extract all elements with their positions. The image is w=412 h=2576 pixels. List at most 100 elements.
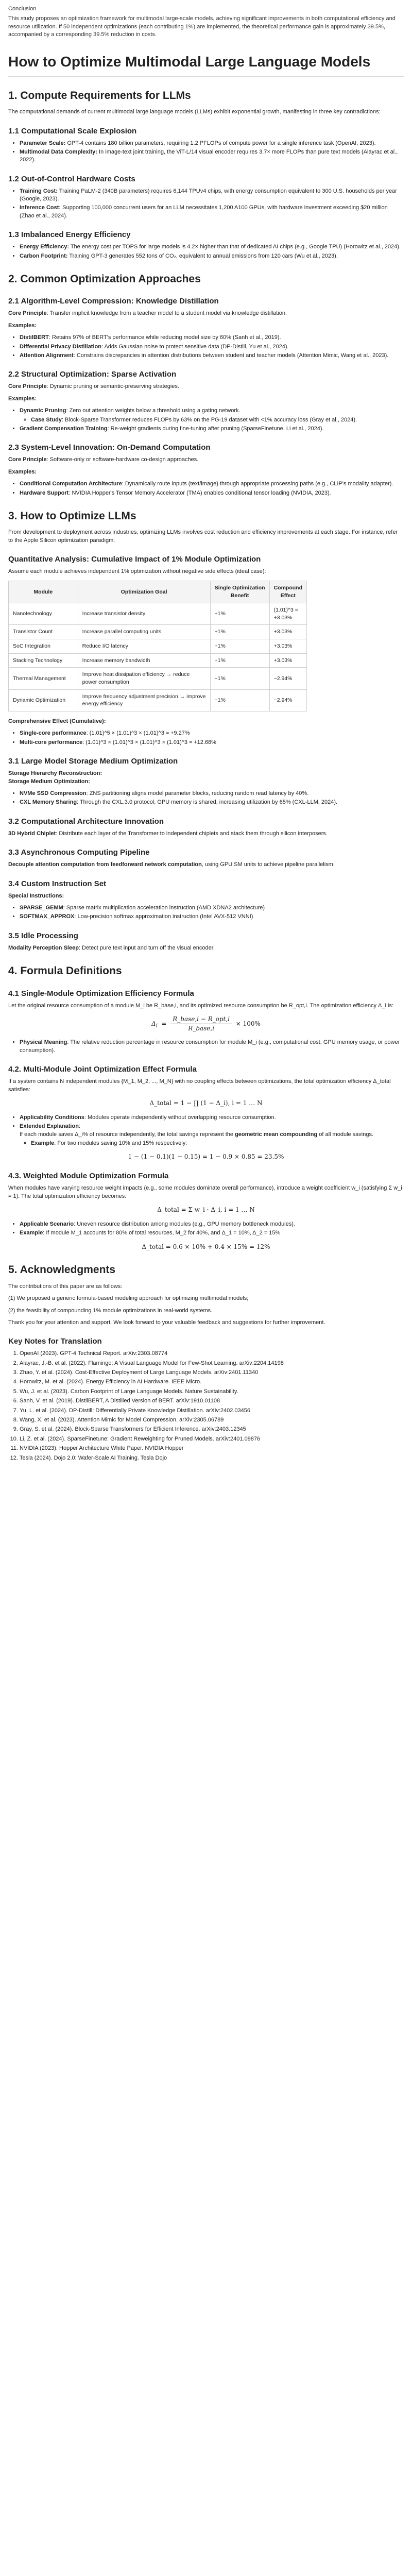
- reference-item: Horowitz, M. et al. (2024). Energy Effic…: [20, 1378, 404, 1386]
- section-4-2-intro: If a system contains N independent modul…: [8, 1078, 391, 1093]
- table-cell: −1%: [210, 667, 270, 690]
- reference-item: Tesla (2024). Dojo 2.0: Wafer-Scale AI T…: [20, 1454, 404, 1462]
- title-divider: [8, 76, 404, 77]
- reference-item: Li, Z. et al. (2024). SparseFinetune: Gr…: [20, 1435, 404, 1443]
- table-cell: −1%: [210, 689, 270, 712]
- examples-label: Examples:: [8, 395, 37, 402]
- reference-item: Wu, J. et al. (2023). Carbon Footprint o…: [20, 1388, 404, 1396]
- list-item: CXL Memory Sharing: Through the CXL.3.0 …: [20, 799, 404, 806]
- table-cell: Reduce I/O latency: [77, 638, 211, 654]
- table-cell: +1%: [210, 653, 270, 668]
- list-item: Multimodal Data Complexity: In image-tex…: [20, 148, 404, 164]
- section-1-intro: The computational demands of current mul…: [8, 109, 381, 115]
- list-item: NVMe SSD Compression: ZNS partitioning a…: [20, 790, 404, 798]
- table-cell: Nanotechnology: [8, 602, 78, 625]
- table-cell: Increase transistor density: [77, 602, 211, 625]
- section-1-3-list: Energy Efficiency: The energy cost per T…: [8, 243, 404, 260]
- nested-list: Example: For two modules saving 10% and …: [20, 1140, 404, 1147]
- table-cell: +1%: [210, 602, 270, 625]
- section-5-title: 5. Acknowledgments: [8, 1264, 116, 1276]
- total-efficiency-formula: Δ_total = 1 − ∏ (1 − Δ_i), i = 1 … N: [149, 1099, 263, 1107]
- section-3-4-title: 3.4 Custom Instruction Set: [8, 879, 107, 888]
- example-formula: 1 − (1 − 0.1)(1 − 0.15) = 1 − 0.9 × 0.85…: [128, 1153, 284, 1161]
- section-2-3-list: Conditional Computation Architecture: Dy…: [8, 480, 404, 497]
- acknowledgment-paragraph: (2) the feasibility of compounding 1% mo…: [8, 1307, 213, 1314]
- quantitative-analysis-intro: Assume each module achieves independent …: [8, 568, 266, 575]
- list-item: Applicability Conditions: Modules operat…: [20, 1114, 404, 1122]
- list-item: Applicable Scenario: Uneven resource dis…: [20, 1221, 404, 1228]
- table-cell: Improve heat dissipation efficiency → re…: [77, 667, 211, 690]
- document: Conclusion This study proposes an optimi…: [0, 0, 412, 1476]
- optimization-table: Module Optimization Goal Single Optimiza…: [8, 581, 307, 712]
- column-header: Single Optimization Benefit: [210, 581, 270, 603]
- table-row: Stacking Technology Increase memory band…: [8, 653, 307, 668]
- table-row: Dynamic Optimization Improve frequency a…: [8, 689, 307, 712]
- table-row: Nanotechnology Increase transistor densi…: [8, 602, 307, 625]
- table-cell: Dynamic Optimization: [8, 689, 78, 712]
- conclusion-heading: Conclusion: [8, 6, 37, 12]
- table-header-row: Module Optimization Goal Single Optimiza…: [8, 581, 307, 603]
- acknowledgment-paragraph: The contributions of this paper are as f…: [8, 1283, 123, 1290]
- list-item: Dynamic Pruning: Zero out attention weig…: [20, 407, 404, 424]
- table-row: Transistor Count Increase parallel compu…: [8, 624, 307, 639]
- table-row: SoC Integration Reduce I/O latency +1% +…: [8, 638, 307, 654]
- list-item: Parameter Scale: GPT-4 contains 180 bill…: [20, 140, 404, 147]
- section-1-title: 1. Compute Requirements for LLMs: [8, 89, 191, 101]
- section-1-2-title: 1.2 Out-of-Control Hardware Costs: [8, 174, 135, 183]
- section-2-title: 2. Common Optimization Approaches: [8, 273, 201, 285]
- section-3-3-title: 3.3 Asynchronous Computing Pipeline: [8, 848, 150, 857]
- reference-item: Sanh, V. et al. (2019). DistilBERT, A Di…: [20, 1397, 404, 1405]
- section-3-1-title: 3.1 Large Model Storage Medium Optimizat…: [8, 757, 178, 766]
- nested-list: Case Study: Block-Sparse Transformer red…: [20, 416, 404, 424]
- section-3-2-text: 3D Hybrid Chiplet: Distribute each layer…: [8, 830, 328, 837]
- quantitative-analysis-title: Quantitative Analysis: Cumulative Impact…: [8, 555, 261, 564]
- section-4-1-title: 4.1 Single-Module Optimization Efficienc…: [8, 989, 194, 998]
- acknowledgment-paragraph: (1) We proposed a generic formula-based …: [8, 1295, 249, 1302]
- reference-item: Zhao, Y. et al. (2024). Cost-Effective D…: [20, 1369, 404, 1377]
- section-3-2-title: 3.2 Computational Architecture Innovatio…: [8, 817, 164, 826]
- section-3-4-list: SPARSE_GEMM: Sparse matrix multiplicatio…: [8, 904, 404, 921]
- core-principle: Core Principle: Transfer implicit knowle…: [8, 310, 287, 317]
- section-1-1-list: Parameter Scale: GPT-4 contains 180 bill…: [8, 140, 404, 164]
- list-item: Training Cost: Training PaLM-2 (340B par…: [20, 188, 404, 204]
- list-item: DistilBERT: Retains 97% of BERT's perfor…: [20, 334, 404, 342]
- section-2-1-list: DistilBERT: Retains 97% of BERT's perfor…: [8, 334, 404, 360]
- section-4-3-list: Applicable Scenario: Uneven resource dis…: [8, 1221, 404, 1238]
- section-1-2-list: Training Cost: Training PaLM-2 (340B par…: [8, 188, 404, 221]
- section-4-1-intro: Let the original resource consumption of…: [8, 1002, 394, 1009]
- table-cell: −2.94%: [269, 689, 307, 712]
- list-item: Extended Explanation: If each module sav…: [20, 1123, 404, 1147]
- section-4-2-list: Applicability Conditions: Modules operat…: [8, 1114, 404, 1148]
- table-cell: −2.94%: [269, 667, 307, 690]
- column-header: Compound Effect: [269, 581, 307, 603]
- weighted-formula: Δ_total = Σ w_i · Δ_i, i = 1 … N: [157, 1206, 255, 1213]
- section-3-5-text: Modality Perception Sleep: Detect pure t…: [8, 944, 215, 951]
- weighted-example-formula: Δ_total = 0.6 × 10% + 0.4 × 15% = 12%: [142, 1243, 270, 1250]
- table-cell: +3.03%: [269, 638, 307, 654]
- list-item: Carbon Footprint: Training GPT-3 generat…: [20, 252, 404, 260]
- table-cell: SoC Integration: [8, 638, 78, 654]
- core-principle: Core Principle: Software-only or softwar…: [8, 456, 199, 463]
- efficiency-formula: Δi = R_base,i − R_opt,i R_base,i × 100%: [151, 1015, 261, 1033]
- formula-fraction: R_base,i − R_opt,i R_base,i: [170, 1015, 232, 1033]
- acknowledgment-paragraph: Thank you for your attention and support…: [8, 1319, 325, 1326]
- list-item: Conditional Computation Architecture: Dy…: [20, 480, 404, 488]
- section-4-2-title: 4.2. Multi-Module Joint Optimization Eff…: [8, 1065, 197, 1074]
- list-item: Physical Meaning: The relative reduction…: [20, 1039, 404, 1055]
- section-2-2-list: Dynamic Pruning: Zero out attention weig…: [8, 407, 404, 433]
- section-3-5-title: 3.5 Idle Processing: [8, 931, 78, 940]
- section-4-3-title: 4.3. Weighted Module Optimization Formul…: [8, 1172, 169, 1181]
- section-3-intro: From development to deployment across in…: [8, 529, 398, 544]
- comprehensive-effect-list: Single-core performance: (1.01)^5 × (1.0…: [8, 730, 404, 747]
- references-title: Key Notes for Translation: [8, 1337, 102, 1346]
- table-cell: Stacking Technology: [8, 653, 78, 668]
- list-item: Single-core performance: (1.01)^5 × (1.0…: [20, 730, 404, 737]
- core-principle: Core Principle: Dynamic pruning or seman…: [8, 383, 179, 390]
- section-2-1-title: 2.1 Algorithm-Level Compression: Knowled…: [8, 297, 219, 306]
- reference-item: NVIDIA (2023). Hopper Architecture White…: [20, 1445, 404, 1452]
- reference-item: Wang, X. et al. (2023). Attention Mimic …: [20, 1416, 404, 1424]
- table-cell: Transistor Count: [8, 624, 78, 639]
- section-4-3-intro: When modules have varying resource weigh…: [8, 1185, 402, 1199]
- list-item: SOFTMAX_APPROX: Low-precision softmax ap…: [20, 913, 404, 921]
- section-3-1-list: NVMe SSD Compression: ZNS partitioning a…: [8, 790, 404, 807]
